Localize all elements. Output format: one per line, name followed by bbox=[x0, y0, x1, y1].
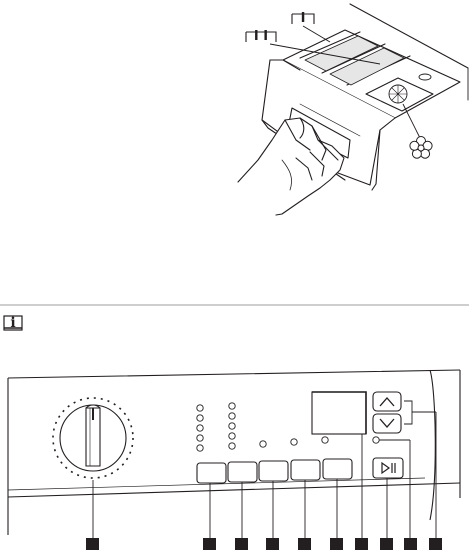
detergent-drawer-illustration bbox=[238, 4, 468, 215]
down-button[interactable] bbox=[373, 414, 401, 433]
callout-marker-2 bbox=[203, 538, 216, 550]
indicator-light-3 bbox=[322, 437, 328, 443]
callout-marker-1 bbox=[86, 538, 99, 550]
callout-marker-6 bbox=[330, 538, 343, 550]
callout-marker-7 bbox=[355, 538, 368, 550]
option-lights-column-2 bbox=[229, 403, 235, 449]
main-wash-compartment-label: I I bbox=[254, 29, 268, 44]
option-button-5[interactable] bbox=[323, 459, 352, 479]
callout-marker-3 bbox=[235, 538, 248, 550]
info-icon: i bbox=[4, 315, 22, 331]
option-button-3[interactable] bbox=[259, 461, 288, 481]
programme-selector-knob[interactable] bbox=[53, 398, 133, 478]
svg-text:i: i bbox=[10, 315, 15, 331]
flower-icon bbox=[410, 137, 432, 159]
display-window bbox=[312, 392, 366, 434]
prewash-compartment-label: I bbox=[301, 11, 306, 26]
indicator-light-4 bbox=[373, 437, 379, 443]
callout-marker-5 bbox=[298, 538, 311, 550]
option-button-2[interactable] bbox=[228, 462, 257, 482]
option-lights-column-1 bbox=[197, 405, 203, 451]
callout-marker-8 bbox=[380, 538, 393, 550]
start-pause-button[interactable] bbox=[373, 458, 403, 478]
callout-markers bbox=[86, 538, 442, 550]
option-button-1[interactable] bbox=[197, 463, 226, 483]
option-button-4[interactable] bbox=[291, 460, 320, 480]
callout-marker-10 bbox=[429, 538, 442, 550]
callout-marker-9 bbox=[404, 538, 417, 550]
indicator-light-1 bbox=[260, 441, 266, 447]
indicator-light-2 bbox=[291, 439, 297, 445]
control-panel bbox=[8, 370, 460, 540]
up-button[interactable] bbox=[373, 392, 401, 411]
callout-marker-4 bbox=[266, 538, 279, 550]
